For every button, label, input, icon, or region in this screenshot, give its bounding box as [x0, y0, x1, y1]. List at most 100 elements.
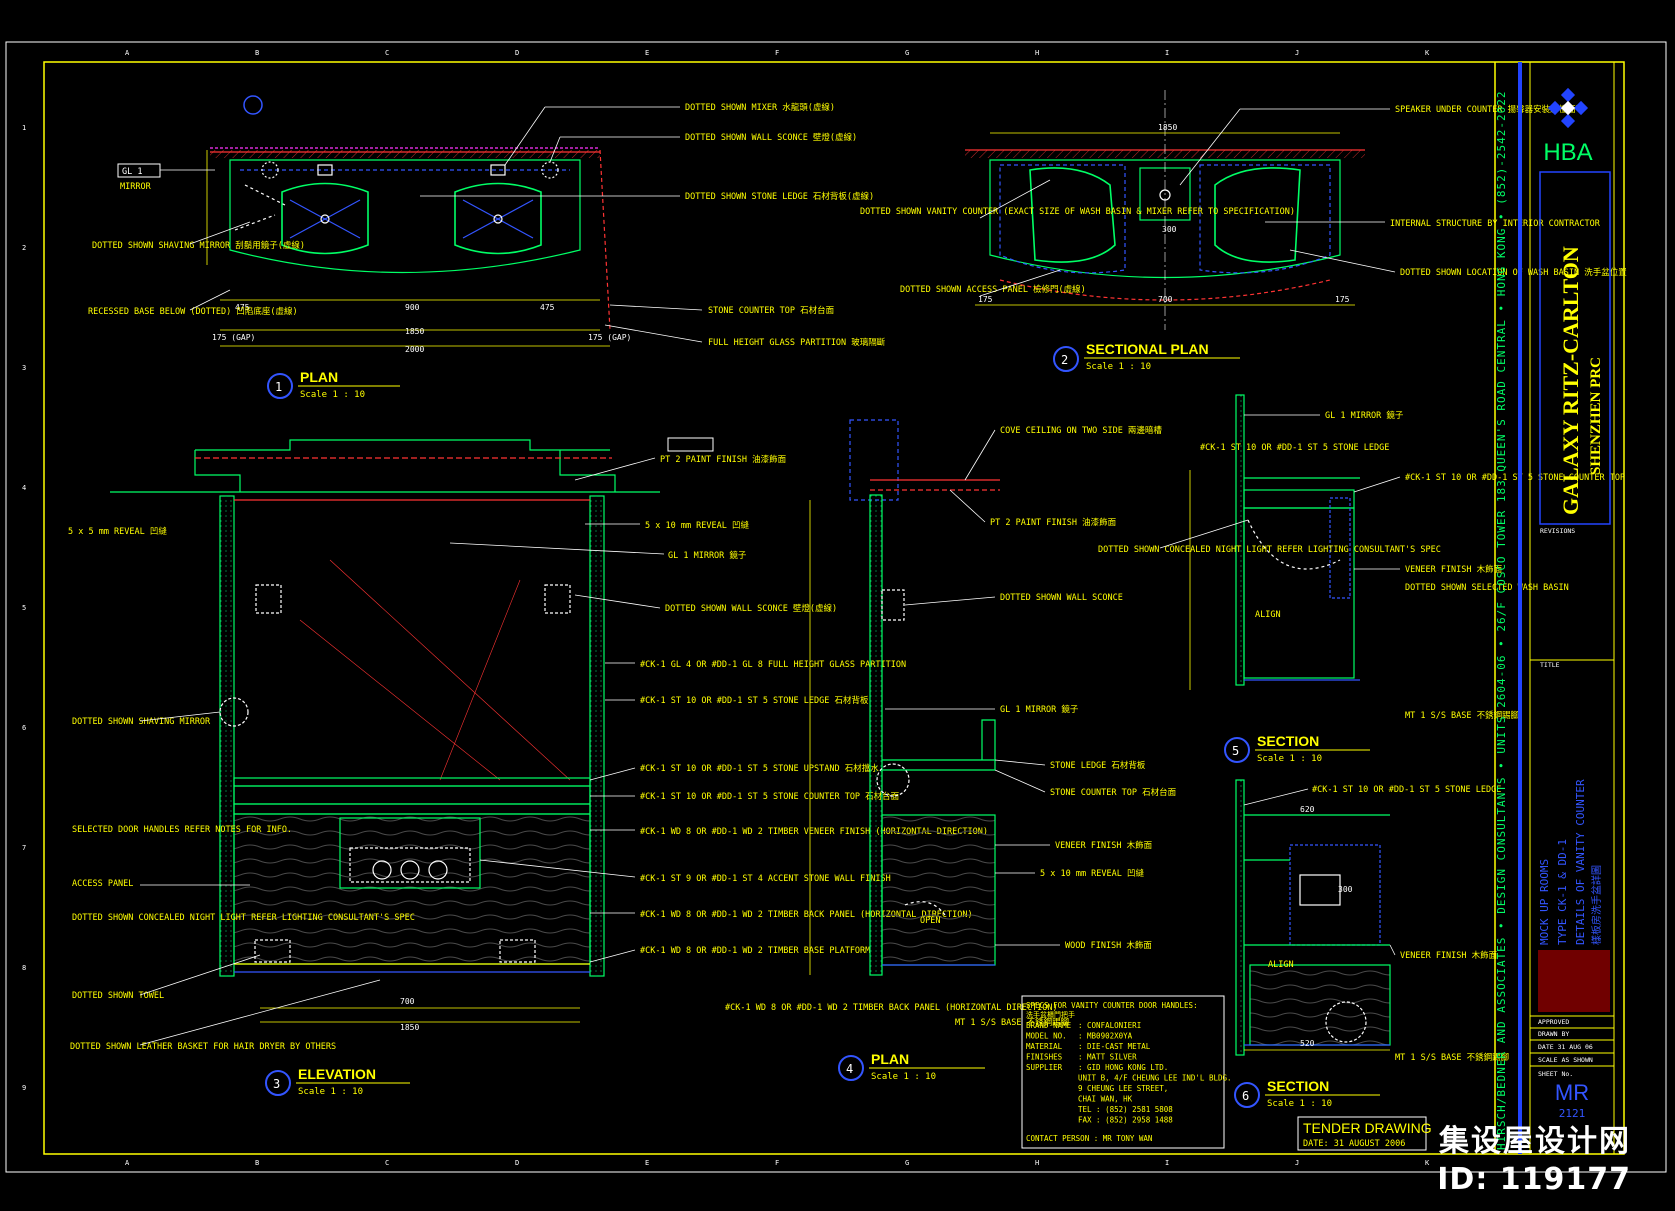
- sec6-dim-520: 520: [1300, 1039, 1315, 1048]
- sec6-ledge-note: #CK-1 ST 10 OR #DD-1 ST 5 STONE LEDGE: [1312, 785, 1501, 795]
- grid-col-G-bottom: G: [905, 1159, 909, 1167]
- elev3-glass-note: #CK-1 GL 4 OR #DD-1 GL 8 FULL HEIGHT GLA…: [640, 660, 906, 670]
- grid-row-9: 9: [22, 1084, 26, 1092]
- elev3-ledge-note: #CK-1 ST 10 OR #DD-1 ST 5 STONE LEDGE 石材…: [640, 695, 869, 706]
- elev3-dim-700: 700: [400, 997, 415, 1006]
- plan1-dim-475b: 475: [540, 303, 555, 312]
- grid-row-6: 6: [22, 724, 26, 732]
- grid-col-C-top: C: [385, 49, 389, 57]
- grid-row-1: 1: [22, 124, 26, 132]
- elev3-left-note-towel: DOTTED SHOWN TOWEL: [72, 991, 164, 1001]
- plan4-mirror-note: GL 1 MIRROR 鏡子: [1000, 704, 1079, 715]
- view-5-title: SECTION: [1257, 733, 1319, 749]
- grid-col-J-top: J: [1295, 49, 1299, 57]
- spec-row-value: : GID HONG KONG LTD.: [1078, 1063, 1168, 1072]
- sheet-frame: [5, 41, 1667, 1173]
- elev3-left-note-basket: DOTTED SHOWN LEATHER BASKET FOR HAIR DRY…: [70, 1042, 336, 1052]
- grid-col-K-top: K: [1425, 49, 1430, 57]
- elev3-dim-1850: 1850: [400, 1023, 419, 1032]
- hba-logo-icon: [1547, 87, 1589, 129]
- spec-row-value: 9 CHEUNG LEE STREET,: [1078, 1084, 1168, 1093]
- spec-row-value: : MATT SILVER: [1078, 1053, 1137, 1062]
- title-label: TITLE: [1540, 661, 1560, 669]
- spec-row-key: SUPPLIER: [1026, 1063, 1063, 1072]
- watermark-id: ID: 119177: [1437, 1162, 1631, 1197]
- plan1-mirror-label: MIRROR: [120, 182, 152, 192]
- elev3-upstand-note: #CK-1 ST 10 OR #DD-1 ST 5 STONE UPSTAND …: [640, 763, 879, 774]
- view-1-scale: Scale 1 : 10: [300, 390, 365, 400]
- grid-col-H-top: H: [1035, 49, 1039, 57]
- grid-col-B-bottom: B: [255, 1159, 259, 1167]
- specs-heading: SPECS FOR VANITY COUNTER DOOR HANDLES:: [1026, 1001, 1198, 1010]
- grid-col-B-top: B: [255, 49, 259, 57]
- grid-col-I-top: I: [1165, 49, 1169, 57]
- grid-col-F-top: F: [775, 49, 779, 57]
- plan1-ledge-note: DOTTED SHOWN STONE LEDGE 石材背板(虛線): [685, 191, 874, 202]
- plan2-internal-note: INTERNAL STRUCTURE BY INTERIOR CONTRACTO…: [1390, 219, 1601, 229]
- plan2-dim-175a: 175: [978, 295, 993, 304]
- grid-row-3: 3: [22, 364, 26, 372]
- grid-col-G-top: G: [905, 49, 909, 57]
- plan2-basin-note: DOTTED SHOWN LOCATION OF WASH BASIN 洗手盆位…: [1400, 267, 1627, 278]
- title-line-3: DETAILS OF VANITY COUNTER: [1574, 779, 1587, 945]
- tender-stamp: TENDER DRAWING DATE: 31 AUGUST 2006: [1297, 1116, 1432, 1151]
- sec5-basin-note: DOTTED SHOWN SELECTED WASH BASIN: [1405, 583, 1569, 593]
- grid-col-H-bottom: H: [1035, 1159, 1039, 1167]
- view-title-section-5: 5 SECTION Scale 1 : 10: [1224, 733, 1370, 764]
- firm-address-vertical: HIRSCH/BEDNER AND ASSOCIATES • DESIGN CO…: [1495, 90, 1508, 1150]
- grid-col-C-bottom: C: [385, 1159, 389, 1167]
- plan1-dim-900: 900: [405, 303, 420, 312]
- title-block: HIRSCH/BEDNER AND ASSOCIATES • DESIGN CO…: [1495, 62, 1614, 1154]
- grid-row-8: 8: [22, 964, 26, 972]
- spec-row-value: CHAI WAN, HK: [1078, 1095, 1133, 1104]
- plan1-dim-gap-right: 175 (GAP): [588, 333, 631, 342]
- view-title-plan-4: 4 PLAN Scale 1 : 10: [838, 1051, 985, 1082]
- plan2-access-note: DOTTED SHOWN ACCESS PANEL 檢修門(虛線): [900, 284, 1086, 295]
- sec5-base-note: MT 1 S/S BASE 不銹鋼踢腳: [1405, 710, 1519, 721]
- view-title-plan-1: 1 PLAN Scale 1 : 10: [267, 369, 400, 400]
- grid-row-7: 7: [22, 844, 26, 852]
- elev3-backpanel-note: #CK-1 WD 8 OR #DD-1 WD 2 TIMBER BACK PAN…: [640, 910, 973, 920]
- sectional-plan-2-drawing: [965, 90, 1365, 330]
- view-4-number: 4: [846, 1062, 853, 1076]
- plan1-dim-1850: 1850: [405, 327, 424, 336]
- grid-col-E-top: E: [645, 49, 649, 57]
- spec-row-value: UNIT B, 4/F CHEUNG LEE IND'L BLDG.: [1078, 1074, 1232, 1083]
- grid-col-I-bottom: I: [1165, 1159, 1169, 1167]
- plan2-dim-175b: 175: [1335, 295, 1350, 304]
- sec5-align-note: ALIGN: [1255, 610, 1281, 620]
- view-1-number: 1: [275, 380, 282, 394]
- view-title-section-6: 6 SECTION Scale 1 : 10: [1234, 1078, 1380, 1109]
- spec-row-key: MODEL NO.: [1026, 1032, 1067, 1041]
- plan1-dim-2000: 2000: [405, 345, 424, 354]
- grid-col-D-bottom: D: [515, 1159, 519, 1167]
- view-1-title: PLAN: [300, 369, 338, 385]
- spec-row-value: : MB0902X0YA: [1078, 1032, 1133, 1041]
- view-2-number: 2: [1061, 353, 1068, 367]
- plan4-backpanel-note: #CK-1 WD 8 OR #DD-1 WD 2 TIMBER BACK PAN…: [725, 1003, 1058, 1013]
- plan4-veneer-note: VENEER FINISH 木飾面: [1055, 840, 1153, 851]
- watermark-site-name: 集设屋设计网: [1439, 1124, 1631, 1159]
- view-3-scale: Scale 1 : 10: [298, 1087, 363, 1097]
- plan4-base-note: MT 1 S/S BASE 不銹鋼踢腳: [955, 1017, 1069, 1028]
- approved-label: APPROVED: [1538, 1018, 1569, 1026]
- elev3-left-note-shaving: DOTTED SHOWN SHAVING MIRROR: [72, 717, 211, 727]
- view-5-scale: Scale 1 : 10: [1257, 754, 1322, 764]
- grid-col-D-top: D: [515, 49, 519, 57]
- elev3-mirror-note: GL 1 MIRROR 鏡子: [668, 550, 747, 561]
- hba-logo-text: HBA: [1543, 139, 1592, 166]
- grid-col-A-bottom: A: [125, 1159, 130, 1167]
- specs-box: SPECS FOR VANITY COUNTER DOOR HANDLES: 洗…: [1021, 995, 1232, 1149]
- section-5-drawing: [1189, 394, 1360, 690]
- stamp-area: [1538, 950, 1610, 1012]
- sec5-mirror-note: GL 1 MIRROR 鏡子: [1325, 410, 1404, 421]
- plan2-dim-700: 700: [1158, 295, 1173, 304]
- grid-row-2: 2: [22, 244, 26, 252]
- grid-row-5: 5: [22, 604, 26, 612]
- plan1-dim-475a: 475: [235, 303, 250, 312]
- spec-row-value: : DIE-CAST METAL: [1078, 1042, 1151, 1051]
- plan2-speaker-note: SPEAKER UNDER COUNTER 揚聲器安裝於檯面下: [1395, 104, 1585, 115]
- section-6-drawing: [1235, 779, 1391, 1056]
